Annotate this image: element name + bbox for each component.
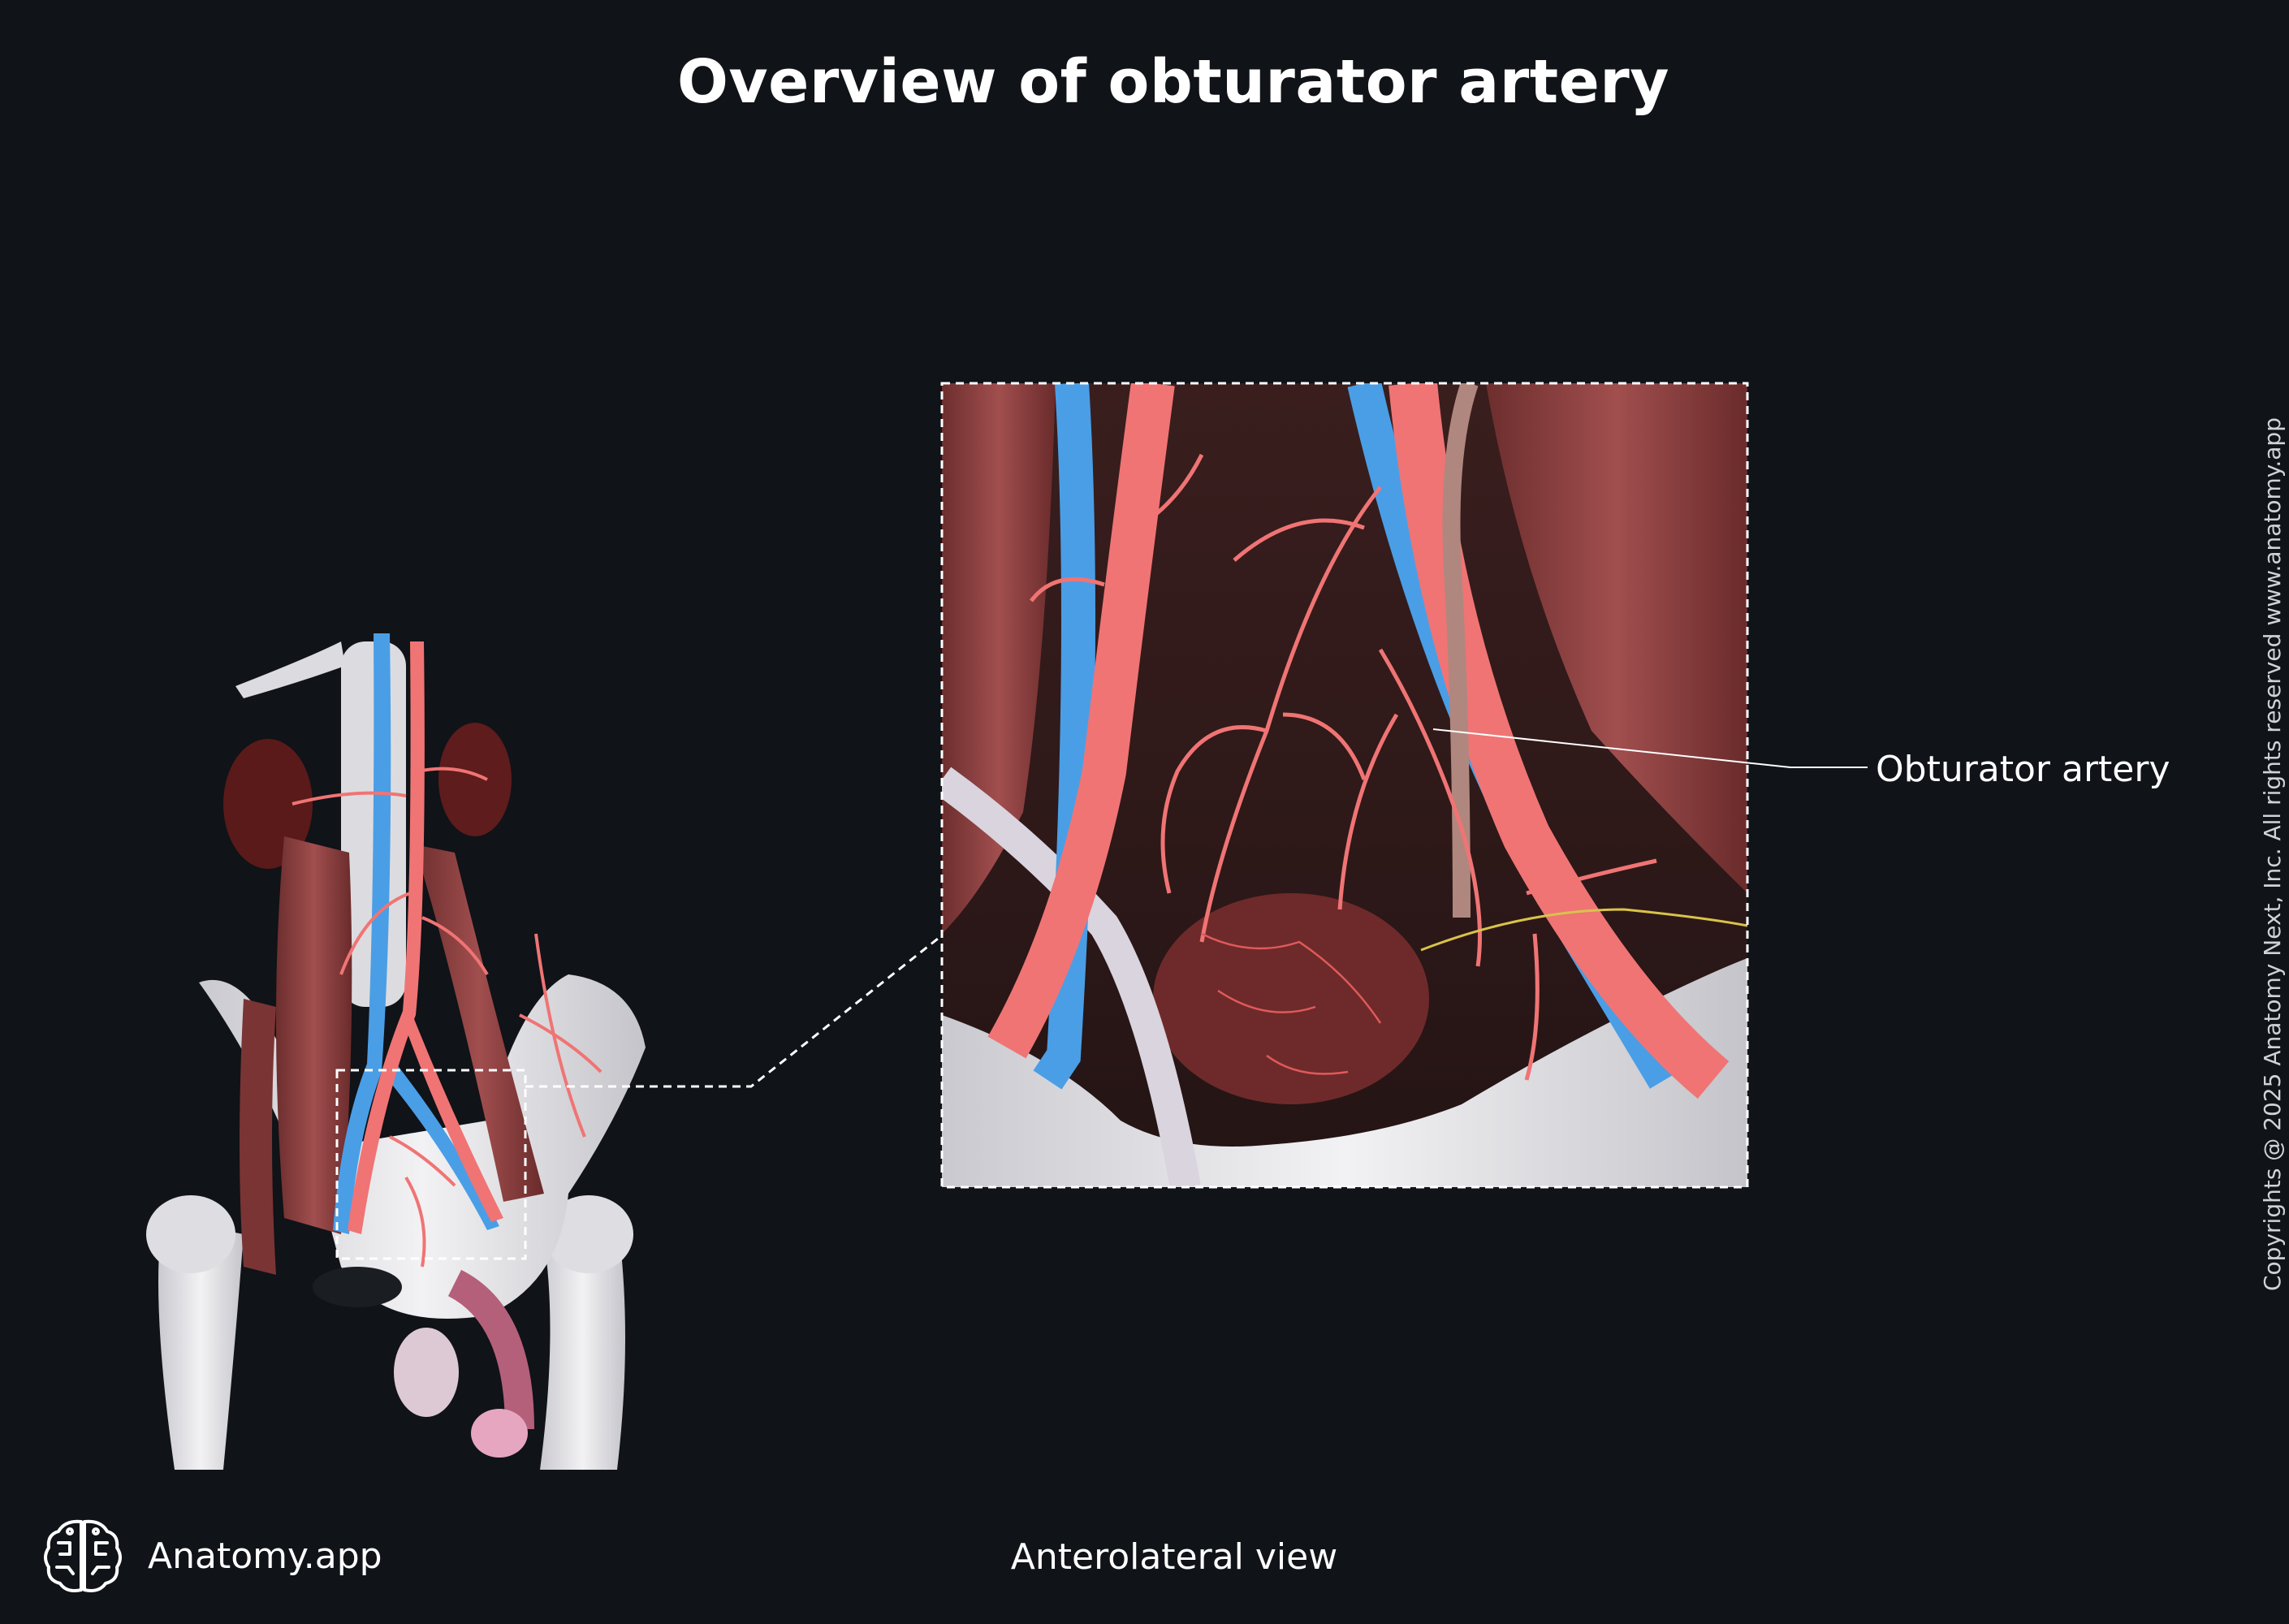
- artery-right: [1389, 383, 1730, 1099]
- callout-leader: [1432, 728, 1868, 768]
- left-kidney: [223, 739, 313, 869]
- brand-name: Anatomy.app: [148, 1535, 382, 1577]
- right-kidney: [438, 723, 512, 836]
- zoom-connector: [525, 934, 943, 1088]
- zoom-panel: [942, 383, 1747, 1187]
- artery-left: [987, 383, 1175, 1059]
- brain-icon: [44, 1519, 122, 1592]
- left-psoas: [276, 836, 352, 1234]
- page-title: Overview of obturator artery: [676, 47, 1670, 117]
- overview-model: [146, 633, 646, 1470]
- right-femur: [540, 1218, 625, 1470]
- copyright-notice: Copyrights @ 2025 Anatomy Next, Inc. All…: [2259, 417, 2286, 1291]
- left-femur: [158, 1218, 244, 1470]
- zoom-frame: [940, 382, 1749, 1189]
- brand-logo[interactable]: Anatomy.app: [41, 1515, 382, 1596]
- right-psoas: [414, 844, 544, 1202]
- pelvis: [199, 974, 646, 1319]
- selection-box: [335, 1069, 527, 1260]
- view-label: Anterolateral view: [1010, 1536, 1338, 1578]
- vena-cava: [333, 633, 391, 1234]
- aorta: [348, 641, 425, 1234]
- obturator-artery-label: Obturator artery: [1876, 749, 2170, 790]
